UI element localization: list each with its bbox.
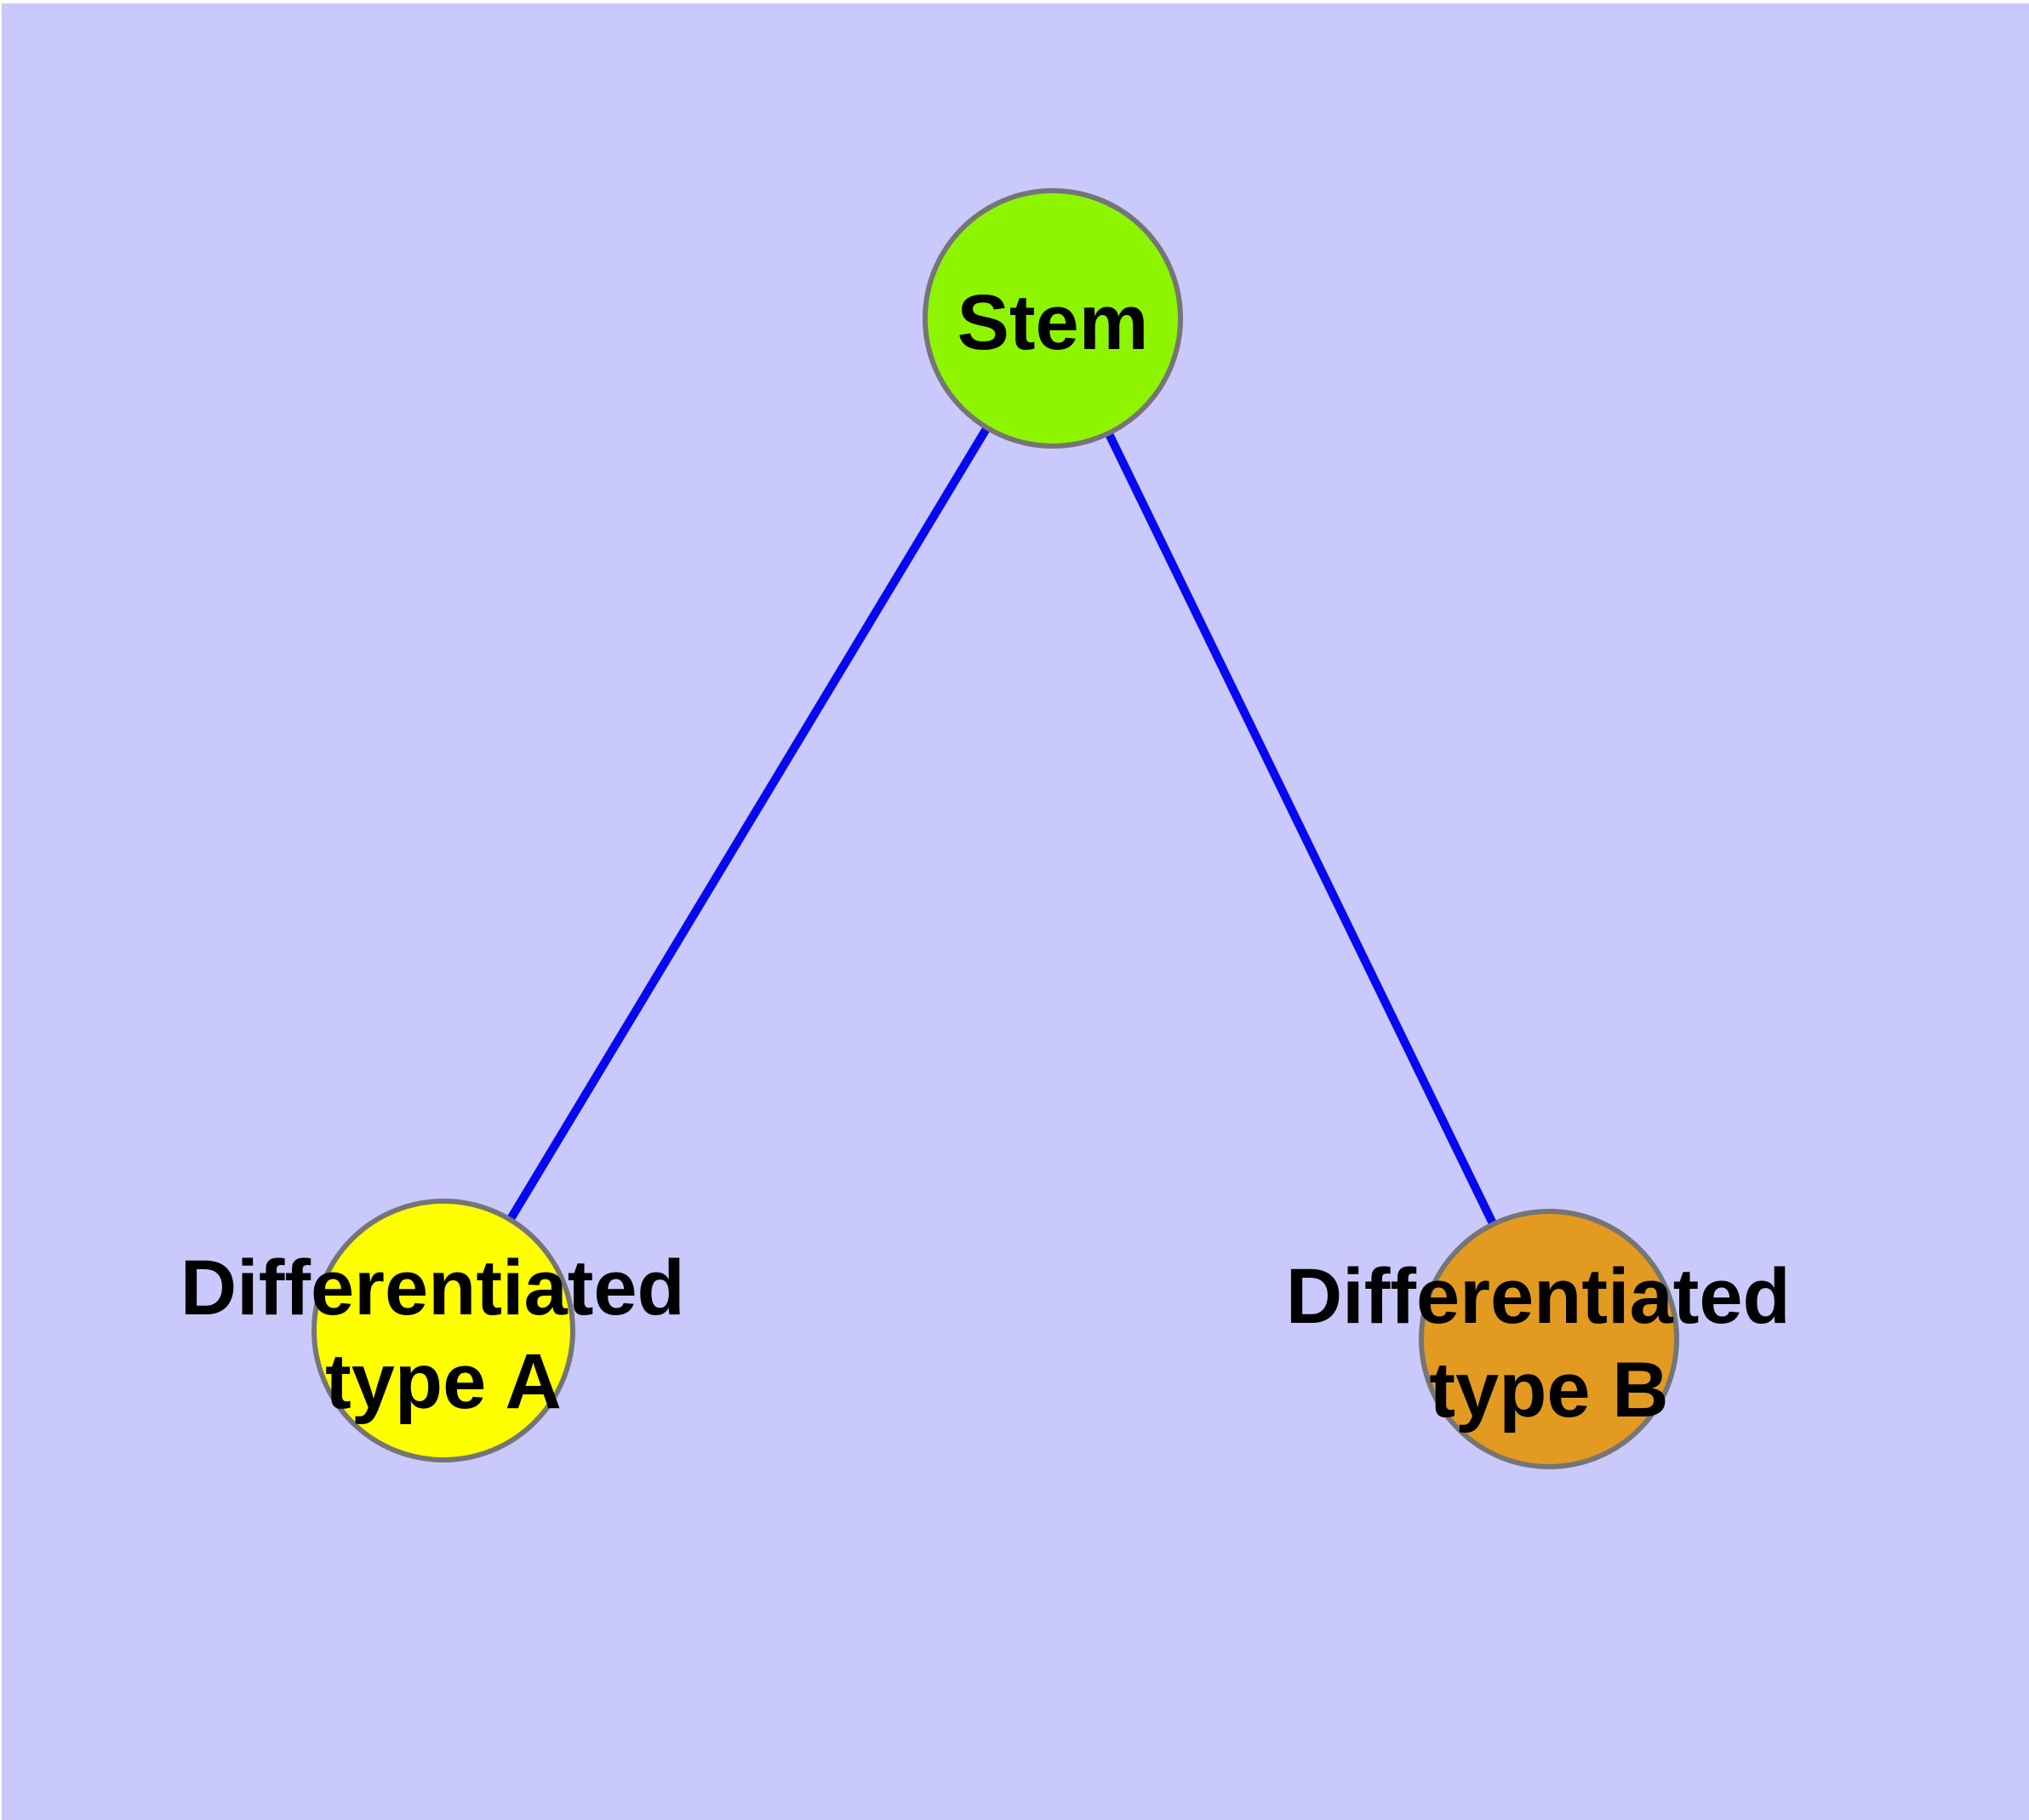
node-type-a-label-line2: type A [325, 1338, 562, 1425]
node-type-b-label-line1: Differentiated [1286, 1253, 1791, 1340]
node-differentiated-type-a [311, 1199, 575, 1462]
node-stem [923, 188, 1183, 449]
edge-stem-to-type-a [439, 316, 1057, 1333]
edge-stem-to-type-b [1049, 316, 1553, 1342]
node-type-a-label: Differentiated type A [180, 1245, 707, 1425]
node-differentiated-type-b [1419, 1209, 1679, 1469]
node-type-b-label: Differentiated type B [1286, 1253, 1813, 1434]
node-stem-label: Stem [957, 279, 1149, 366]
node-type-b-label-line2: type B [1429, 1347, 1668, 1434]
node-type-a-label-line1: Differentiated [180, 1245, 685, 1331]
